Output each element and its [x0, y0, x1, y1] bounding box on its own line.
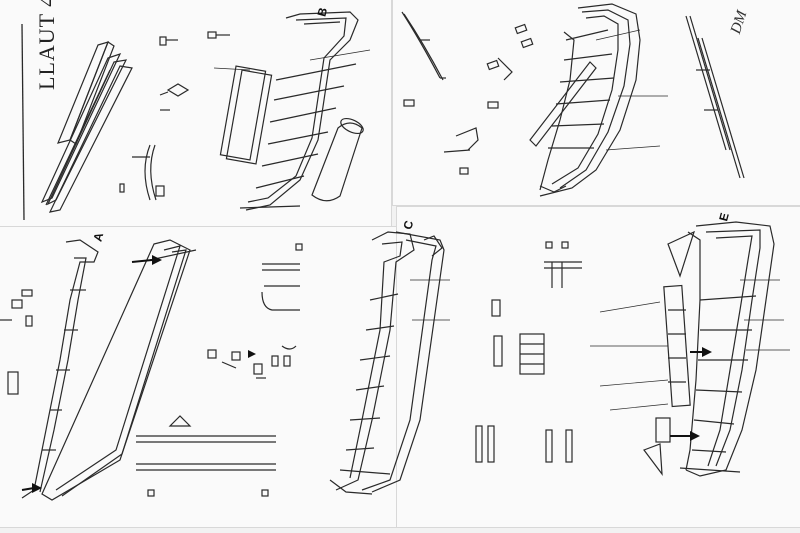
keel-rails-bottom-left [136, 415, 276, 497]
panel-bottom-right [396, 206, 800, 528]
hull-e-drawing [643, 221, 775, 477]
small-parts-bottom-center [475, 241, 582, 463]
rib-drawing-top-right [401, 11, 534, 175]
panel-bottom-left [0, 226, 398, 528]
hull-side-top-right [529, 3, 641, 197]
frame-a-drawing [0, 239, 197, 501]
frame-b-drawing [219, 11, 364, 211]
small-parts-top-left [119, 31, 230, 201]
small-parts-bottom-left [207, 243, 303, 379]
frame-c-drawing [329, 231, 445, 495]
plank-drawing [40, 41, 133, 213]
sheet-title: LLAUT 4 [34, 0, 59, 90]
frame-border-line [21, 23, 25, 221]
leader-lines [213, 29, 790, 411]
panel-top-left [0, 0, 392, 228]
mast-drawing-top-right [685, 15, 745, 179]
assembly-arrows [21, 255, 712, 493]
